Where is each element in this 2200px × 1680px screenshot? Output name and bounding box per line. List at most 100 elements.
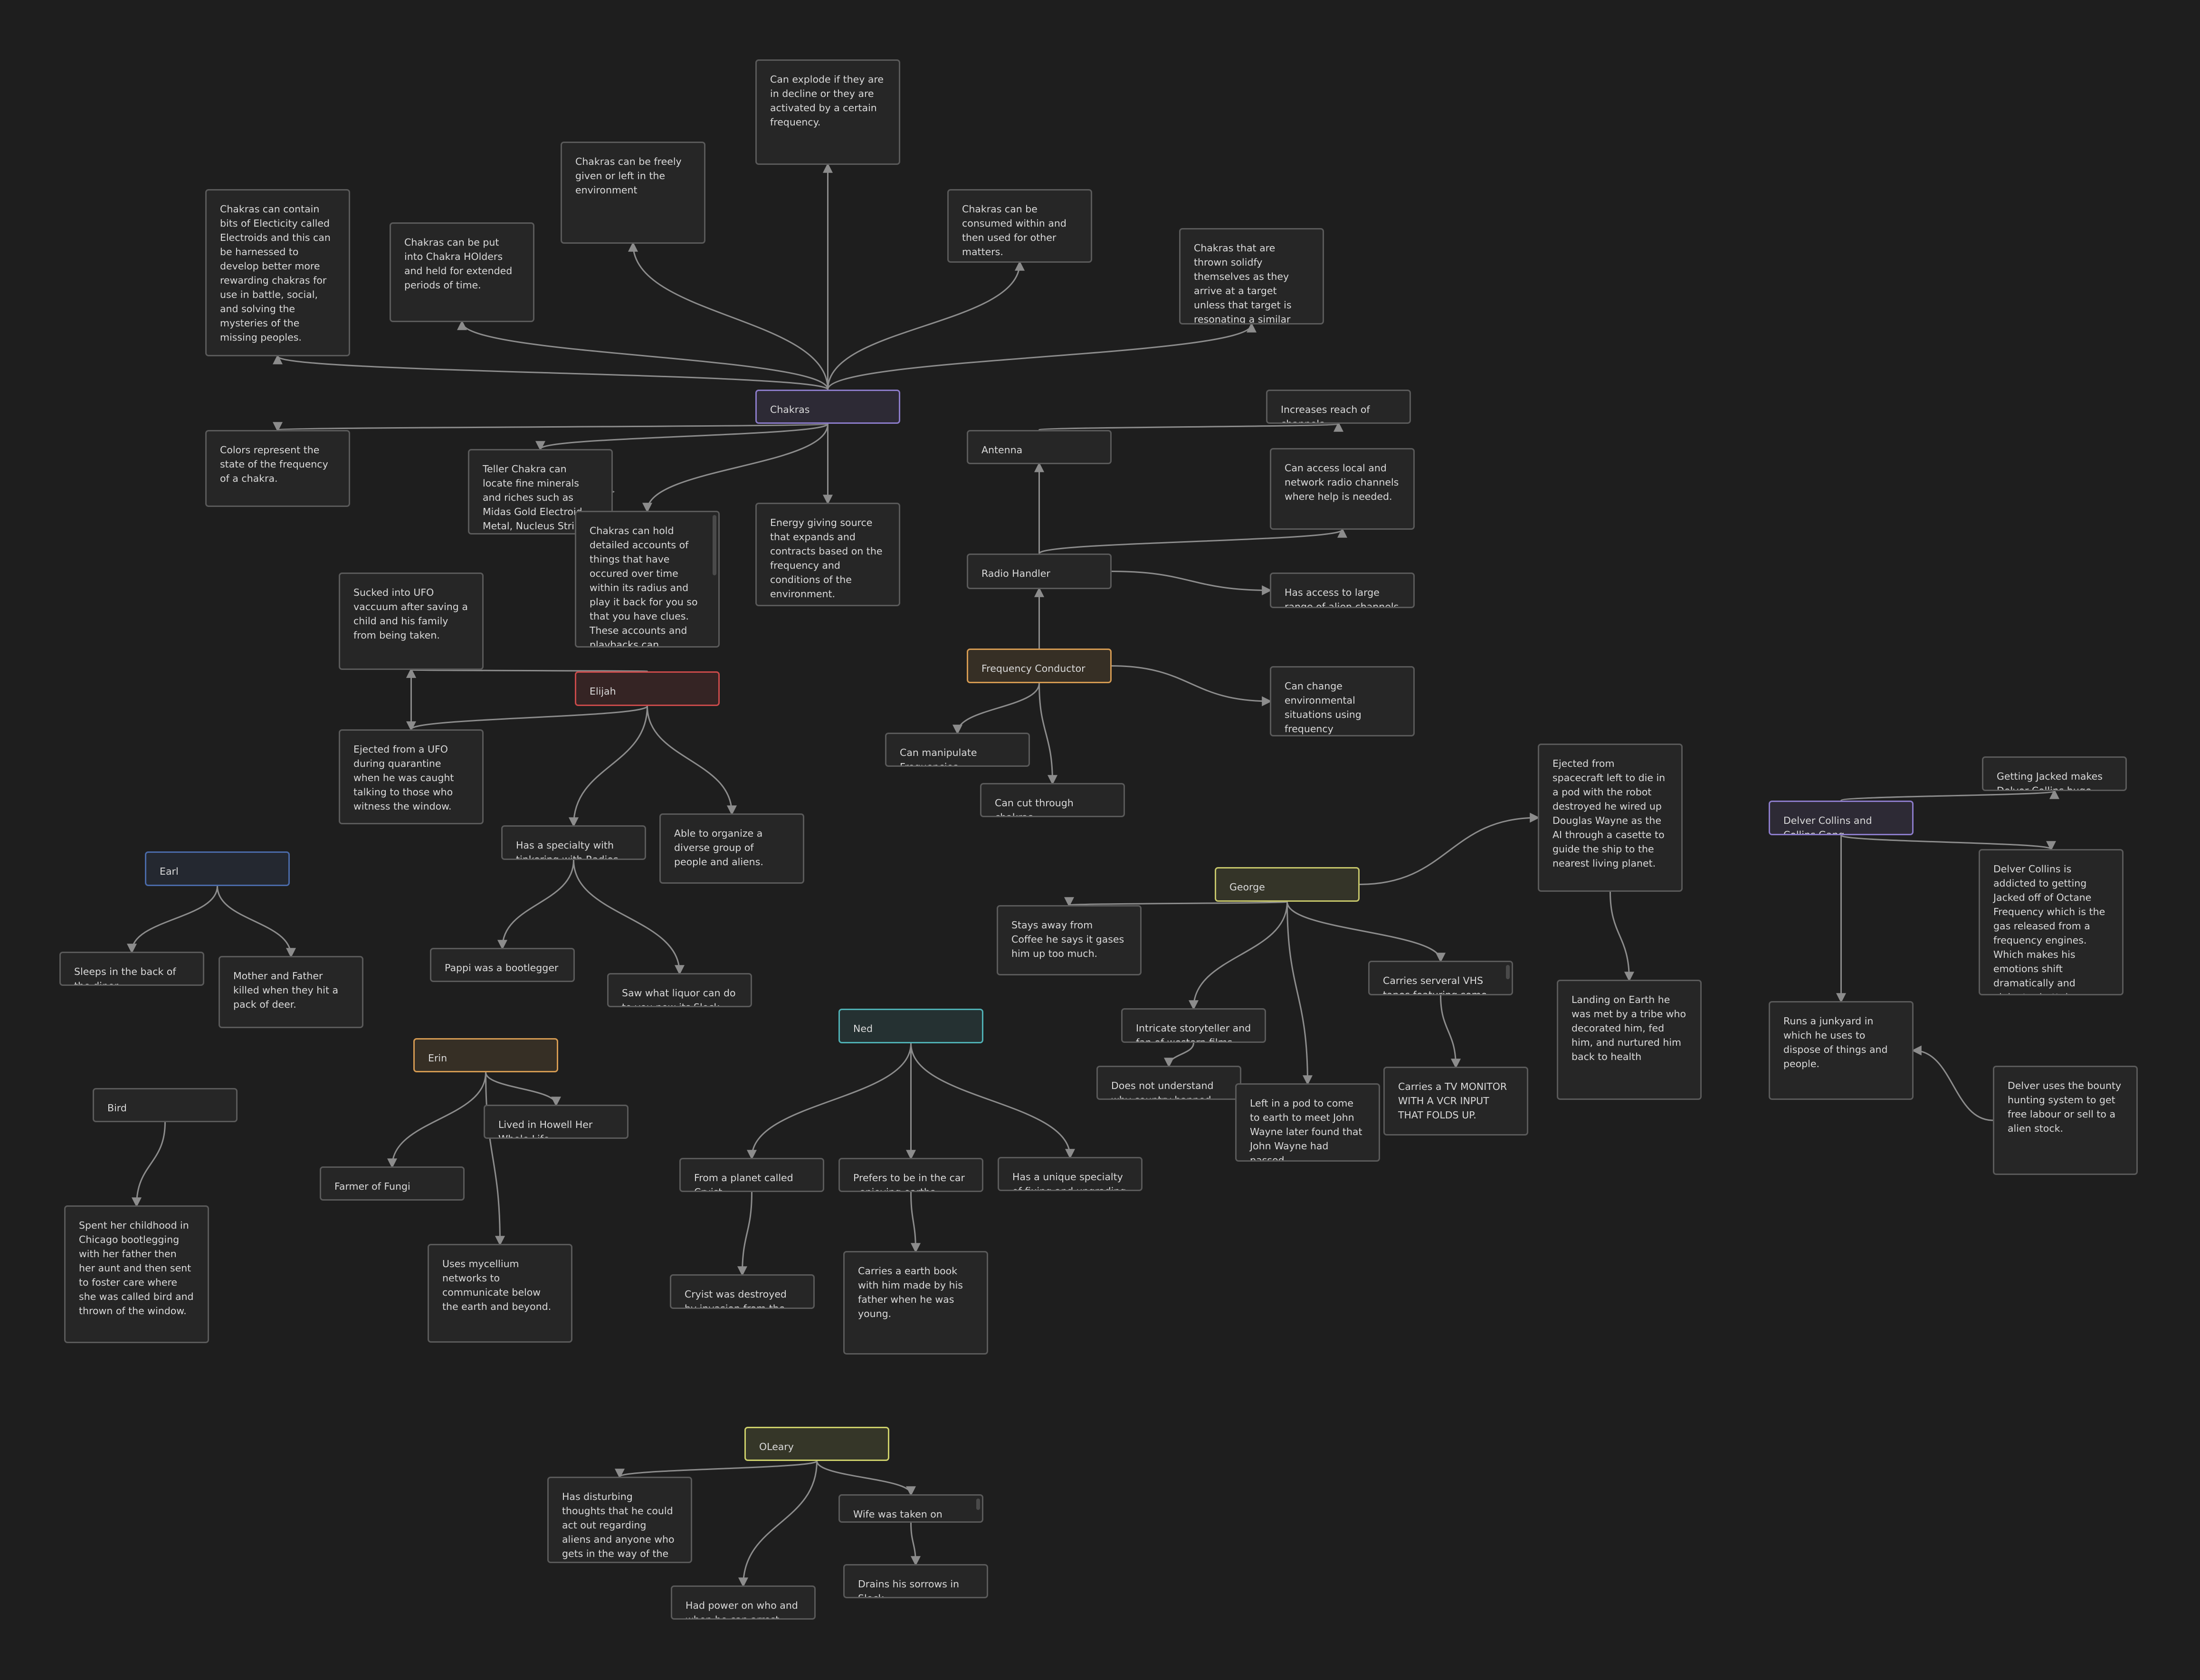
node-coffee[interactable]: Stays away from Coffee he says it gases … (997, 905, 1142, 975)
edge-bounty-to-junkyard (1911, 1045, 1993, 1121)
node-text: Wife was taken on invasion 910 (853, 1508, 943, 1520)
node-text: Has disturbing thoughts that he could ac… (562, 1491, 675, 1559)
node-cutchakras[interactable]: Can cut through chakras (980, 783, 1125, 817)
node-tvmonitor[interactable]: Carries a TV MONITOR WITH A VCR INPUT TH… (1383, 1067, 1528, 1136)
node-sorrows[interactable]: Drains his sorrows in Slock (843, 1564, 988, 1598)
node-junkyard[interactable]: Runs a junkyard in which he uses to disp… (1769, 1001, 1914, 1100)
edge-george-to-storyteller (1189, 901, 1288, 1011)
node-freely[interactable]: Chakras can be freely given or left in t… (561, 142, 705, 244)
node-dagets[interactable]: Cryist was destroyed by invasion from th… (670, 1274, 815, 1309)
node-text: Saw what liquor can do to you now its Sl… (622, 987, 736, 1007)
node-text: Getting Jacked makes Delver Collins huge (1997, 771, 2103, 791)
node-wife[interactable]: Wife was taken on invasion 910 (838, 1494, 983, 1523)
node-diner[interactable]: Sleeps in the back of the diner (59, 952, 204, 986)
node-text: Can change environmental situations usin… (1285, 680, 1362, 735)
node-envsit[interactable]: Can change environmental situations usin… (1270, 666, 1415, 736)
node-text: Increases reach of channels (1281, 404, 1370, 424)
node-guns[interactable]: Does not understand why country banned g… (1096, 1066, 1241, 1100)
node-pappi[interactable]: Pappi was a bootlegger (430, 948, 575, 982)
node-text: Has access to large range of alien chann… (1285, 587, 1399, 608)
edge-cryist-to-dagets (737, 1192, 752, 1277)
node-birdstory[interactable]: Spent her childhood in Chicago bootleggi… (64, 1205, 209, 1343)
node-alienchannels[interactable]: Has access to large range of alien chann… (1270, 573, 1415, 608)
node-text: Carries a earth book with him made by hi… (858, 1265, 963, 1319)
node-tinkering[interactable]: Has a specialty with tinkering with Radi… (501, 825, 646, 860)
edge-car-to-earthbook (910, 1192, 921, 1253)
node-oleary[interactable]: OLeary (744, 1427, 889, 1461)
node-text: Uses mycellium networks to communicate b… (442, 1258, 552, 1312)
edge-ned-to-cryist (747, 1043, 912, 1160)
node-freqcond[interactable]: Frequency Conductor (967, 649, 1112, 683)
node-bounty[interactable]: Delver uses the bounty hunting system to… (1993, 1066, 2138, 1175)
node-electroids[interactable]: Chakras can contain bits of Electicity c… (205, 189, 350, 356)
node-chakras[interactable]: Chakras (755, 390, 900, 424)
node-text: Delver Collins is addicted to getting Ja… (1993, 863, 2105, 994)
edge-chakras-to-consumed (827, 260, 1025, 390)
node-antenna[interactable]: Antenna (967, 430, 1112, 464)
node-mycelium[interactable]: Uses mycellium networks to communicate b… (428, 1244, 572, 1343)
node-text: Has a unique specialty of fixing and upg… (1012, 1171, 1126, 1191)
node-text: Chakras that are thrown solidfy themselv… (1194, 242, 1292, 325)
node-text: Chakras can contain bits of Electicity c… (220, 203, 331, 343)
node-consumed[interactable]: Chakras can be consumed within and then … (947, 189, 1092, 263)
node-manip[interactable]: Can manipulate Frequencies (885, 733, 1030, 767)
node-text: Colors represent the state of the freque… (220, 444, 328, 484)
node-jacked[interactable]: Getting Jacked makes Delver Collins huge (1982, 756, 2127, 791)
node-records[interactable]: Chakras can hold detailed accounts of th… (575, 511, 720, 648)
edge-radiohandler-to-localradio (1038, 527, 1347, 554)
node-landing[interactable]: Landing on Earth he was met by a tribe w… (1557, 980, 1702, 1100)
node-holders[interactable]: Chakras can be put into Chakra HOlders a… (390, 222, 534, 322)
edge-chakras-to-holders (457, 320, 829, 390)
node-text: Cryist was destroyed by invasion from th… (685, 1289, 787, 1309)
edge-freqcond-to-manip (952, 683, 1040, 735)
node-thrown[interactable]: Chakras that are thrown solidfy themselv… (1179, 228, 1324, 325)
node-power[interactable]: Had power on who and when he can arrest (671, 1585, 816, 1620)
node-fixcars[interactable]: Has a unique specialty of fixing and upg… (998, 1157, 1143, 1191)
node-disturbing[interactable]: Has disturbing thoughts that he could ac… (547, 1477, 692, 1563)
node-cryist[interactable]: From a planet called Cryist (679, 1158, 824, 1192)
node-delver[interactable]: Delver Collins and Collins Gang (1769, 801, 1914, 835)
node-text: OLeary (759, 1441, 794, 1452)
node-localradio[interactable]: Can access local and network radio chann… (1270, 448, 1415, 530)
node-text: Elijah (590, 686, 616, 697)
node-organize[interactable]: Able to organize a diverse group of peop… (659, 813, 804, 884)
node-deer[interactable]: Mother and Father killed when they hit a… (219, 956, 363, 1028)
node-earthbook[interactable]: Carries a earth book with him made by hi… (843, 1251, 988, 1355)
node-spacecraft[interactable]: Ejected from spacecraft left to die in a… (1538, 744, 1683, 892)
node-text: Delver uses the bounty hunting system to… (2008, 1080, 2122, 1134)
node-earl[interactable]: Earl (145, 851, 290, 886)
edge-george-to-coffee (1065, 896, 1288, 907)
node-car[interactable]: Prefers to be in the car , enjoying eart… (838, 1158, 983, 1192)
node-text: Sleeps in the back of the diner (74, 966, 176, 986)
node-howell[interactable]: Lived in Howell Her Whole Life (484, 1105, 629, 1139)
node-ejectedufo[interactable]: Ejected from a UFO during quarantine whe… (339, 729, 484, 824)
node-octane[interactable]: Delver Collins is addicted to getting Ja… (1979, 849, 2124, 995)
node-reach[interactable]: Increases reach of channels (1266, 390, 1411, 424)
node-text: Mother and Father killed when they hit a… (233, 970, 339, 1010)
node-explode[interactable]: Can explode if they are in decline or th… (755, 59, 900, 165)
node-text: Can manipulate Frequencies (900, 747, 977, 767)
node-storyteller[interactable]: Intricate storyteller and fan of western… (1121, 1008, 1266, 1043)
node-fungi[interactable]: Farmer of Fungi (320, 1166, 465, 1201)
node-text: Had power on who and when he can arrest (686, 1600, 798, 1620)
node-bird[interactable]: Bird (93, 1088, 238, 1122)
node-text: Energy giving source that expands and co… (770, 517, 883, 600)
node-ned[interactable]: Ned (838, 1009, 983, 1043)
edge-storyteller-to-guns (1164, 1042, 1194, 1068)
edge-oleary-to-wife (816, 1460, 916, 1497)
node-johnwayne[interactable]: Left in a pod to come to earth to meet J… (1235, 1083, 1380, 1162)
node-erin[interactable]: Erin (413, 1038, 558, 1072)
edge-oleary-to-power (738, 1460, 818, 1588)
node-george[interactable]: George (1215, 867, 1360, 902)
node-liquor[interactable]: Saw what liquor can do to you now its Sl… (607, 973, 752, 1007)
edge-wife-to-sorrows (910, 1522, 921, 1566)
node-vhs[interactable]: Carries serveral VHS tapes featuring som… (1368, 961, 1513, 995)
node-colors[interactable]: Colors represent the state of the freque… (205, 430, 350, 507)
node-radiohandler[interactable]: Radio Handler (967, 554, 1112, 589)
node-elijah[interactable]: Elijah (575, 671, 720, 706)
node-ufovac[interactable]: Sucked into UFO vaccuum after saving a c… (339, 573, 484, 670)
node-energy[interactable]: Energy giving source that expands and co… (755, 503, 900, 606)
node-text: Prefers to be in the car , enjoying eart… (853, 1172, 965, 1192)
edge-chakras-to-colors (274, 421, 829, 432)
